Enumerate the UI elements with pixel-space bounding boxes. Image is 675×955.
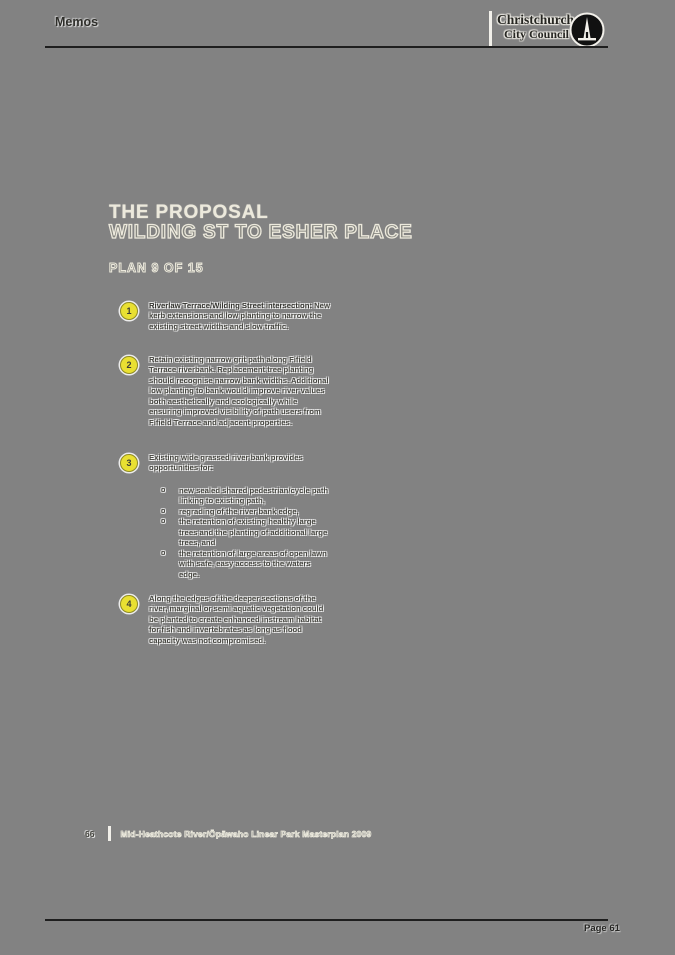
item-number-badge: 1 [120,302,138,320]
footer-divider-bar [108,826,112,841]
list-item: o the retention of large areas of open l… [161,549,330,580]
header-rule [45,46,608,48]
numbered-item-2: 2 Retain existing narrow grit path along… [120,355,330,428]
bullet-marker-icon: o [161,507,166,515]
bullet-marker-icon: o [161,486,166,494]
bullet-marker-icon: o [161,518,166,526]
bullet-marker-icon: o [161,549,166,557]
list-item: o regrading of the river bank edge, [161,507,330,518]
item-number-badge: 4 [120,595,138,613]
numbered-item-4: 4 Along the edges of the deeper sections… [120,594,330,646]
bullet-text: new sealed shared pedestrian/cycle path … [179,485,329,506]
item-text: Existing wide grassed river bank provide… [149,453,330,580]
bullet-text: the retention of existing healthy large … [179,517,328,548]
council-logo-line2: City Council [503,26,569,41]
header-memos-label: Memos [55,15,99,29]
item-paragraph: Along the edges of the deeper sections o… [149,594,324,645]
cathedral-spire-circle-icon [569,12,605,48]
item-text: Along the edges of the deeper sections o… [149,594,330,646]
item-paragraph: Existing wide grassed river bank provide… [149,453,303,473]
footer-page-number: 66 [85,828,95,839]
item-paragraph: Retain existing narrow grit path along F… [149,355,329,427]
page-title-line2: WILDING ST TO ESHER PLACE [108,221,413,243]
council-logo-line1: Christchurch [497,12,575,27]
item-text: Retain existing narrow grit path along F… [149,355,330,428]
footer-document-title: Mid-Heathcote River/Ōpāwaho Linear Park … [120,828,372,839]
list-item: o the retention of existing healthy larg… [161,517,330,548]
numbered-item-3: 3 Existing wide grassed river bank provi… [120,453,330,580]
item-paragraph: Riverlaw Terrace/Wilding Street intersec… [149,301,330,332]
numbered-item-1: 1 Riverlaw Terrace/Wilding Street inters… [120,301,330,332]
logo-divider-line [489,11,492,48]
page-title-line1: THE PROPOSAL [109,202,269,223]
page-number-label: Page 61 [584,923,620,934]
footer-rule [45,919,608,921]
bullet-text: regrading of the river bank edge, [179,506,299,516]
footer: 66 Mid-Heathcote River/Ōpāwaho Linear Pa… [85,826,372,841]
item-number-badge: 3 [120,454,138,472]
item-number-badge: 2 [120,356,138,374]
list-item: o new sealed shared pedestrian/cycle pat… [161,486,330,507]
plan-number-label: PLAN 9 OF 15 [109,261,204,276]
item-lead-bold: Riverlaw Terrace/Wilding Street intersec… [149,301,310,310]
council-logo-text: Christchurch City Council [497,12,575,41]
item-lead-rest: : New kerb extensions and low planting t… [149,301,330,331]
bullet-text: the retention of large areas of open law… [179,548,327,579]
opportunities-bullet-list: o new sealed shared pedestrian/cycle pat… [149,486,330,580]
item-text: Riverlaw Terrace/Wilding Street intersec… [149,301,330,332]
